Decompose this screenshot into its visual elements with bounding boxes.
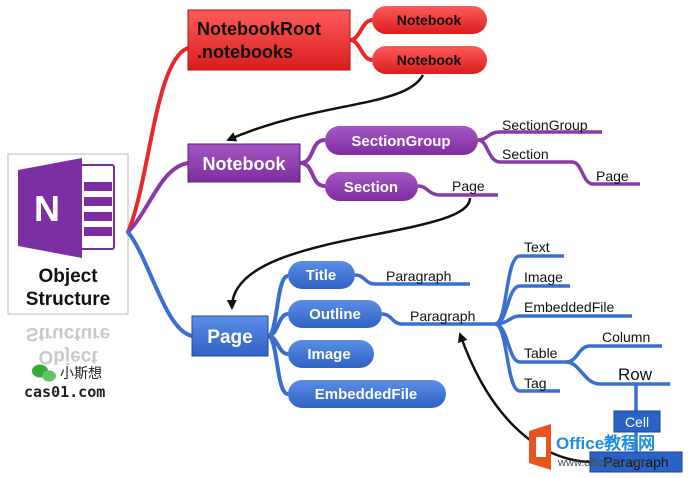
red-notebook-node-2 bbox=[372, 46, 487, 74]
onenote-icon: N bbox=[18, 158, 115, 258]
page-label: Page bbox=[207, 327, 252, 348]
outline-child-paragraph: Paragraph bbox=[410, 308, 475, 324]
embeddedfile-node bbox=[288, 380, 446, 408]
office-watermark-title: Office教程网 bbox=[556, 433, 655, 453]
paragraph-child-table: Table bbox=[524, 345, 558, 361]
image-label: Image bbox=[307, 346, 350, 363]
wechat-icon bbox=[32, 364, 56, 382]
sectiongroup-node bbox=[325, 126, 478, 155]
title-label: Title bbox=[306, 267, 337, 284]
sectiongroup-child-section: Section bbox=[502, 146, 549, 162]
root-connectors bbox=[126, 46, 194, 338]
section-label: Section bbox=[344, 179, 398, 196]
purple-notebook-node bbox=[187, 143, 301, 183]
cell-paragraph-label: Paragraph bbox=[603, 454, 668, 470]
sectiongroup-label: SectionGroup bbox=[351, 133, 450, 150]
reflection-line2: Object bbox=[38, 346, 98, 367]
arrow-page-link bbox=[226, 197, 472, 310]
title-child-paragraph: Paragraph bbox=[386, 268, 451, 284]
red-notebook-label-2: Notebook bbox=[397, 52, 462, 68]
table-child-row: Row bbox=[618, 365, 653, 384]
office-watermark-url: www.office26.com bbox=[557, 457, 646, 469]
notebookroot-line1: NotebookRoot bbox=[197, 19, 321, 39]
purple-branch: Notebook SectionGroup SectionGroup Secti… bbox=[187, 117, 640, 201]
arrow-paragraph-recursion bbox=[457, 332, 591, 464]
red-notebook-node-1 bbox=[372, 6, 487, 34]
section-child-page: Page bbox=[452, 178, 485, 194]
root-title-line1: Object bbox=[38, 266, 98, 287]
outline-node bbox=[288, 300, 382, 328]
title-node bbox=[288, 261, 355, 289]
office-logo-icon bbox=[529, 424, 551, 470]
notebookroot-node bbox=[187, 9, 351, 71]
sectiongroup-child-sectiongroup: SectionGroup bbox=[502, 117, 588, 133]
blue-branch: Page Title Paragraph Outline Paragraph T… bbox=[191, 239, 683, 473]
paragraph-child-image: Image bbox=[524, 269, 563, 285]
root-reflection: Structure Object bbox=[26, 323, 110, 367]
paragraph-child-tag: Tag bbox=[524, 375, 547, 391]
table-child-column: Column bbox=[602, 329, 650, 345]
section-node bbox=[325, 172, 418, 201]
cell-label: Cell bbox=[625, 414, 649, 430]
notebookroot-line2: .notebooks bbox=[197, 42, 293, 62]
outline-label: Outline bbox=[309, 306, 361, 323]
site-watermark: cas01.com bbox=[24, 383, 105, 401]
root-title-line2: Structure bbox=[26, 289, 110, 310]
onenote-icon-letter: N bbox=[34, 188, 60, 229]
embeddedfile-label: EmbeddedFile bbox=[315, 386, 418, 403]
paragraph-child-embeddedfile: EmbeddedFile bbox=[524, 299, 614, 315]
red-branch: NotebookRoot .notebooks Notebook Noteboo… bbox=[187, 6, 487, 74]
office-watermark: Office教程网 www.office26.com bbox=[529, 424, 655, 470]
arrow-notebook-link bbox=[226, 74, 425, 142]
reflection-line1: Structure bbox=[26, 323, 110, 344]
paragraph-child-text: Text bbox=[524, 239, 550, 255]
root-node: N Object Structure bbox=[7, 153, 129, 315]
image-node bbox=[288, 340, 374, 368]
page-node bbox=[191, 315, 269, 357]
purple-notebook-label: Notebook bbox=[203, 154, 287, 174]
wechat-name: 小斯想 bbox=[60, 365, 102, 381]
wechat-watermark: 小斯想 cas01.com bbox=[24, 364, 105, 401]
red-notebook-label-1: Notebook bbox=[397, 12, 462, 28]
section-sub-page: Page bbox=[596, 168, 629, 184]
